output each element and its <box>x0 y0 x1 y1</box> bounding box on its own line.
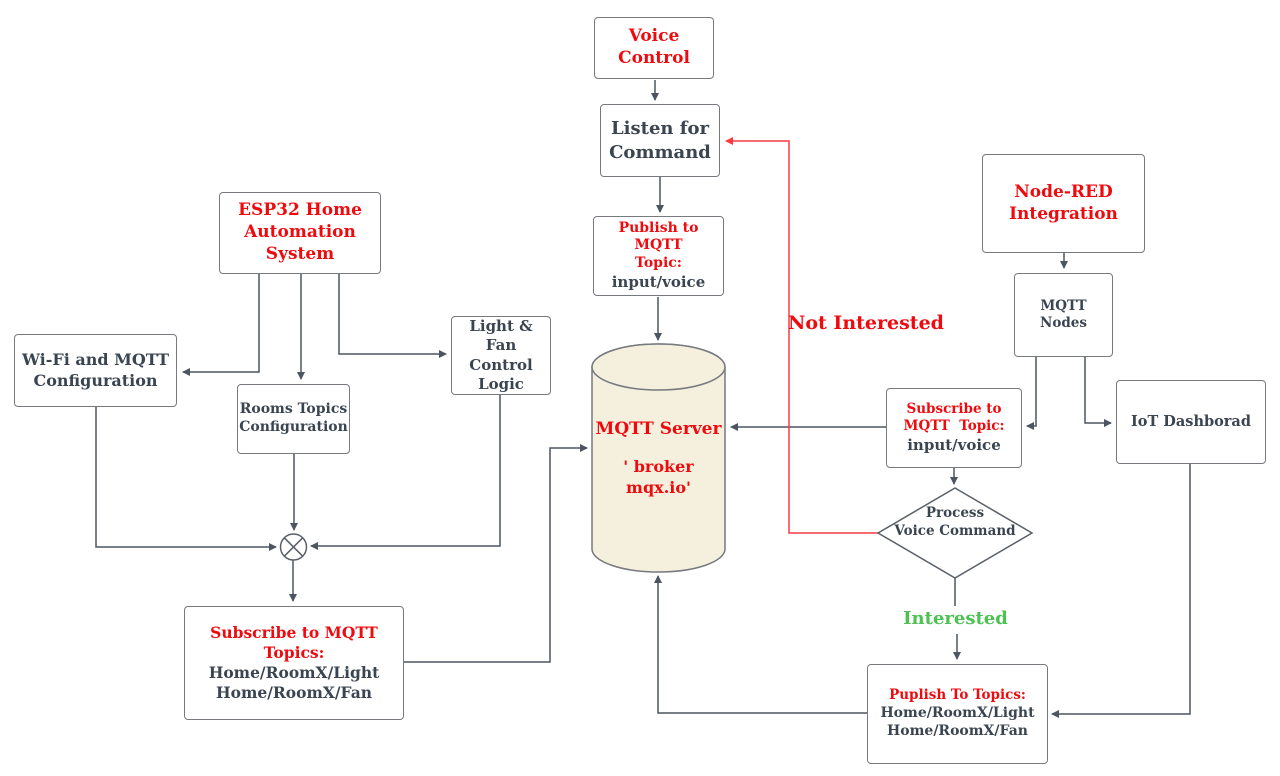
node-rooms-config-label: Rooms Topics Configuration <box>239 401 348 435</box>
node-wifi-config: Wi-Fi and MQTT Configuration <box>14 334 177 407</box>
node-voice-control: Voice Control <box>594 17 714 79</box>
node-mqtt-nodes: MQTT Nodes <box>1014 273 1113 357</box>
process-voice-text: Process Voice Command <box>894 505 1016 539</box>
node-iot-dashboard-label: IoT Dashborad <box>1131 412 1251 430</box>
mqtt-server-cylinder <box>591 343 726 573</box>
edge-mqttnodes-to-dashboard <box>1084 357 1112 427</box>
edge-esp32-to-lightfan <box>338 274 447 358</box>
node-light-fan-logic: Light & Fan Control Logic <box>451 316 551 395</box>
node-mqtt-server-label: MQTT Server ' broker mqx.io' <box>592 418 725 499</box>
junction-icon <box>279 533 308 561</box>
node-subscribe-nr-topic: input/voice <box>907 435 1001 454</box>
node-mqtt-nodes-label: MQTT Nodes <box>1040 297 1087 331</box>
node-voice-control-label: Voice Control <box>618 26 690 68</box>
edge-publishtopics-to-server <box>654 575 867 714</box>
not-interested-text: Not Interested <box>788 312 944 334</box>
node-publish-voice-title: Publish to MQTT Topic: <box>618 219 699 272</box>
edge-lightfan-to-junction <box>310 395 501 550</box>
label-not-interested: Not Interested <box>788 311 944 336</box>
node-iot-dashboard: IoT Dashborad <box>1116 380 1266 464</box>
interested-text: Interested <box>903 608 1008 629</box>
node-subscribe-esp-title: Subscribe to MQTT Topics: <box>210 623 378 663</box>
diamond-process-voice-label: Process Voice Command <box>880 505 1030 540</box>
node-subscribe-esp-topic2: Home/RoomX/Fan <box>215 682 373 702</box>
mqtt-server-broker: ' broker mqx.io' <box>623 457 694 497</box>
node-publish-topics: Puplish To Topics: Home/RoomX/Light Home… <box>867 664 1048 764</box>
node-subscribe-esp-topic1: Home/RoomX/Light <box>208 663 380 682</box>
edge-wifi-to-junction <box>95 407 277 551</box>
node-publish-topics-topic2: Home/RoomX/Fan <box>887 722 1028 739</box>
node-node-red: Node-RED Integration <box>982 154 1145 253</box>
node-subscribe-esp: Subscribe to MQTT Topics: Home/RoomX/Lig… <box>184 606 404 720</box>
edge-mqttnodes-to-subscribenr <box>1026 357 1037 430</box>
node-listen-command-label: Listen for Command <box>609 118 711 163</box>
node-publish-topics-topic1: Home/RoomX/Light <box>880 704 1035 721</box>
node-wifi-config-label: Wi-Fi and MQTT Configuration <box>21 350 170 390</box>
edge-subscribe-to-server <box>404 444 588 663</box>
node-publish-voice-topic: input/voice <box>611 273 706 292</box>
node-publish-topics-title: Puplish To Topics: <box>889 687 1026 704</box>
mqtt-server-title: MQTT Server <box>595 419 722 439</box>
edge-not-interested-loop <box>725 137 878 534</box>
edge-esp32-to-wifi <box>182 274 260 376</box>
node-subscribe-nr: Subscribe to MQTT Topic: input/voice <box>886 388 1022 468</box>
node-light-fan-logic-label: Light & Fan Control Logic <box>469 317 533 393</box>
edge-dashboard-to-publishtopics <box>1051 464 1191 718</box>
node-subscribe-nr-title: Subscribe to MQTT Topic: <box>903 401 1005 435</box>
node-listen-command: Listen for Command <box>600 104 720 177</box>
node-esp32-label: ESP32 Home Automation System <box>238 200 362 264</box>
process-voice-diamond <box>876 487 1034 579</box>
label-interested: Interested <box>893 607 1018 630</box>
node-rooms-config: Rooms Topics Configuration <box>237 384 350 454</box>
node-publish-voice: Publish to MQTT Topic: input/voice <box>593 216 724 296</box>
node-node-red-label: Node-RED Integration <box>1009 181 1118 224</box>
node-esp32: ESP32 Home Automation System <box>219 192 381 274</box>
